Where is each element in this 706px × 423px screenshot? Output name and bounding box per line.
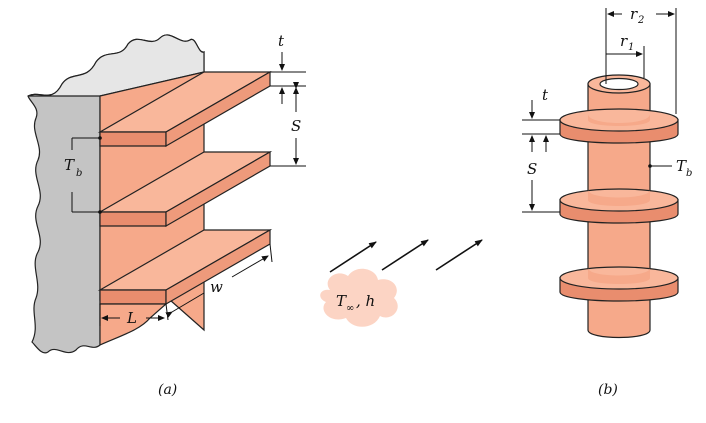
annular-fin-1 — [559, 108, 679, 144]
s-label-b: S — [527, 160, 537, 178]
flow-arrow-1 — [329, 241, 377, 273]
flow-arrow-3 — [435, 239, 483, 271]
r1-label: r — [620, 32, 628, 50]
tb-sub-a: b — [76, 168, 82, 179]
r2-sub: 2 — [637, 15, 644, 26]
s-dimension-a — [270, 82, 306, 167]
tb-label-b: T — [676, 157, 687, 175]
s-label-a: S — [291, 117, 301, 135]
tb-sub-b: b — [686, 168, 692, 179]
fluid-t-label: T — [336, 292, 347, 310]
tb-leader-b — [648, 164, 672, 168]
annular-fin-3 — [559, 266, 679, 302]
fin-3 — [97, 228, 273, 306]
radius-dimensions — [605, 8, 677, 114]
r1-sub: 1 — [628, 42, 634, 53]
tube-bore — [599, 77, 639, 91]
t-dimension-a — [270, 52, 306, 104]
tb-label-a: T — [64, 156, 75, 174]
fluid-t-sub: ∞ — [346, 303, 354, 314]
l-label-a: L — [126, 309, 137, 327]
fluid-cloud — [320, 268, 398, 327]
fin-1 — [97, 70, 273, 148]
fluid-h-label: , h — [356, 292, 375, 310]
l-dimension-a — [99, 304, 165, 326]
t-label-b: t — [542, 86, 549, 104]
annular-fin-2 — [559, 188, 679, 224]
flow-arrow-2 — [381, 239, 429, 271]
fin-2 — [97, 150, 273, 228]
t-label-a: t — [278, 32, 285, 50]
caption-a: (a) — [158, 382, 177, 398]
panel-a: T b t S w L — [27, 32, 306, 398]
t-dimension-b — [522, 100, 560, 152]
w-dimension-a — [165, 243, 273, 321]
w-label-a: w — [210, 278, 223, 296]
tb-bracket-a — [71, 136, 102, 214]
wall-top — [27, 34, 205, 97]
caption-b: (b) — [598, 382, 618, 398]
panel-b: r 2 r 1 t S T b (b) — [522, 5, 692, 398]
fluid-flow: T ∞ , h — [320, 239, 483, 327]
s-dimension-b — [522, 135, 560, 213]
r2-label: r — [630, 5, 638, 23]
